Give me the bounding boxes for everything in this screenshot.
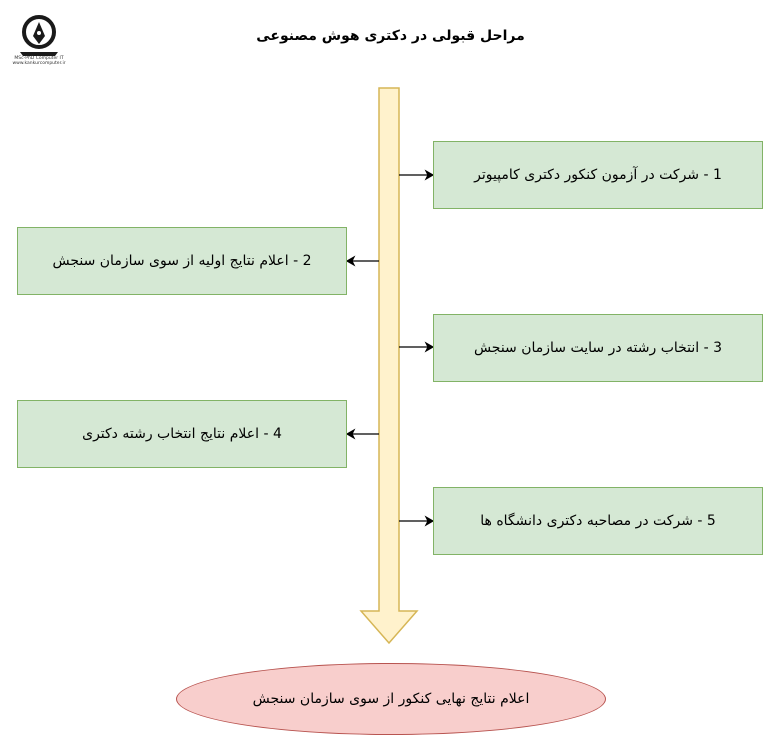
logo-caption-line: MSc-PhD Computer IT (14, 56, 64, 61)
pen-nib-logo-icon (20, 15, 58, 56)
logo-url: www.kankurcomputer.ir (12, 61, 66, 66)
step-2-box: 2 - اعلام نتایج اولیه از سوی سازمان سنجش (17, 227, 347, 295)
step-1-box: 1 - شرکت در آزمون کنکور دکتری کامپیوتر (433, 141, 763, 209)
step-3-box: 3 - انتخاب رشته در سایت سازمان سنجش (433, 314, 763, 382)
main-down-arrow (359, 87, 419, 645)
step-4-box: 4 - اعلام نتایج انتخاب رشته دکتری (17, 400, 347, 468)
step-5-box: 5 - شرکت در مصاحبه دکتری دانشگاه ها (433, 487, 763, 555)
final-result-ellipse: اعلام نتایج نهایی کنکور از سوی سازمان سن… (176, 663, 606, 735)
logo-caption: MSc-PhD Computer IT www.kankurcomputer.i… (8, 56, 70, 66)
diagram-title: مراحل قبولی در دکتری هوش مصنوعی (256, 28, 525, 44)
